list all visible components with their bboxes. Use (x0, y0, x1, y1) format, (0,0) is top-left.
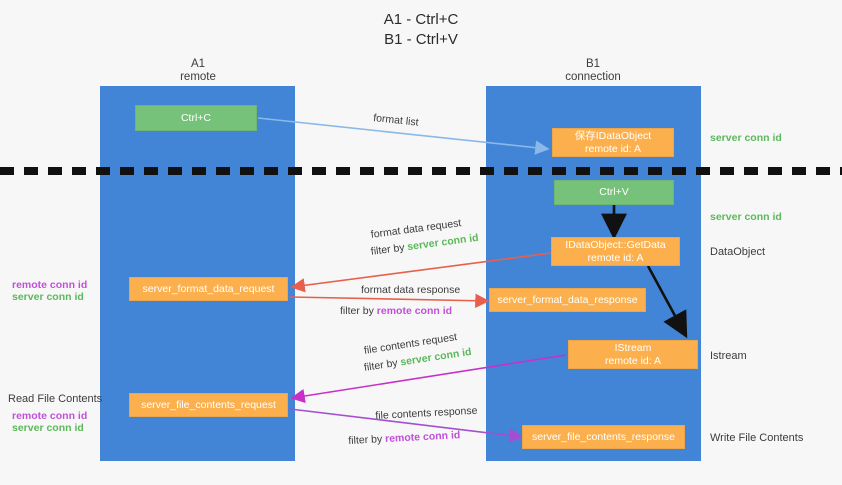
box-server-format-data-request[interactable]: server_format_data_request (129, 277, 288, 301)
column-b1-sub: connection (565, 71, 621, 83)
arrow-file-contents-response (289, 408, 524, 443)
label-dataobject: DataObject (710, 246, 766, 258)
divider-dashed-line (0, 167, 842, 175)
column-a1-name: A1 (190, 58, 206, 70)
column-header-a1: A1 remote (140, 58, 256, 84)
column-a1-sub: remote (180, 71, 216, 83)
label-server-conn-id-top: server conn id (710, 132, 782, 144)
edge-label-format-data-response-filter: filter by remote conn id (340, 304, 452, 318)
box-server-format-data-response[interactable]: server_format_data_response (489, 288, 646, 312)
page-title: A1 - Ctrl+C B1 - Ctrl+V (0, 10, 842, 50)
edge-fcresp-filter-prefix: filter by (348, 433, 386, 447)
box-server-format-data-response-label: server_format_data_response (497, 293, 638, 306)
label-istream: Istream (710, 350, 747, 362)
edge-fdresp-filter-key: remote conn id (376, 305, 453, 317)
edge-fcresp-filter-key: remote conn id (384, 429, 461, 446)
box-save-idataobject-line1: 保存IDataObject (574, 130, 652, 142)
title-line-1: A1 - Ctrl+C (383, 11, 459, 28)
box-server-file-contents-request[interactable]: server_file_contents_request (129, 393, 288, 417)
arrow-format-data-request (290, 252, 552, 293)
box-ctrl-v-label: Ctrl+V (599, 186, 629, 199)
box-istream-line2: remote id: A (604, 354, 662, 367)
arrow-format-list (257, 117, 550, 155)
box-istream-line1: IStream (614, 342, 652, 354)
box-idataobject-getdata[interactable]: IDataObject::GetData remote id: A (551, 237, 680, 266)
label-remote-conn-id-2: remote conn id (12, 410, 88, 422)
label-remote-conn-id-1: remote conn id (12, 279, 88, 291)
box-istream[interactable]: IStream remote id: A (568, 340, 698, 369)
arrow-getdata-to-istream (646, 265, 688, 339)
box-save-idataobject[interactable]: 保存IDataObject remote id: A (552, 128, 674, 157)
column-header-b1: B1 connection (535, 58, 651, 84)
box-server-file-contents-response-label: server_file_contents_response (531, 430, 675, 443)
arrow-file-contents-request (290, 354, 567, 404)
box-server-format-data-request-label: server_format_data_request (142, 282, 275, 295)
label-write-file-contents: Write File Contents (710, 432, 804, 444)
box-getdata-line2: remote id: A (587, 251, 644, 264)
edge-label-format-data-response: format data response (361, 284, 461, 296)
label-server-conn-id-mid: server conn id (710, 211, 782, 223)
title-line-2: B1 - Ctrl+V (384, 31, 458, 48)
box-ctrl-v[interactable]: Ctrl+V (554, 180, 674, 205)
arrow-format-data-response (289, 293, 490, 308)
label-server-conn-id-2: server conn id (12, 422, 84, 434)
box-getdata-line1: IDataObject::GetData (565, 239, 666, 251)
label-server-conn-id-1: server conn id (12, 291, 84, 303)
box-ctrl-c-label: Ctrl+C (180, 111, 212, 124)
edge-fdresp-filter-prefix: filter by (340, 305, 377, 317)
column-b1-name: B1 (585, 58, 601, 70)
label-read-file-contents: Read File Contents (8, 393, 103, 405)
box-save-idataobject-line2: remote id: A (584, 142, 642, 155)
box-ctrl-c[interactable]: Ctrl+C (135, 105, 257, 131)
box-server-file-contents-request-label: server_file_contents_request (141, 398, 276, 411)
box-server-file-contents-response[interactable]: server_file_contents_response (522, 425, 685, 449)
